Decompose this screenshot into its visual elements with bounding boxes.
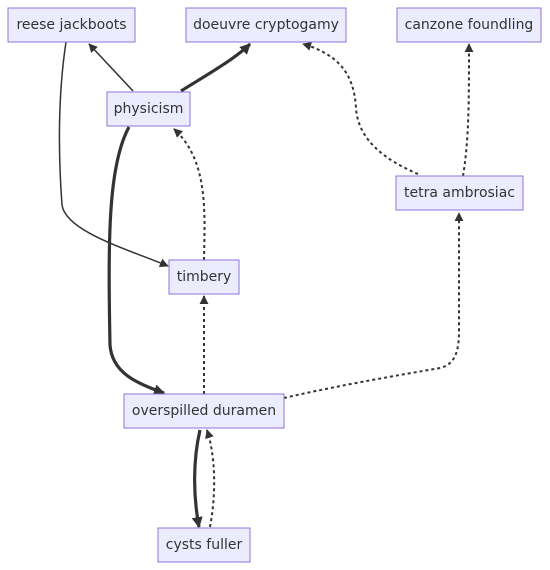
edge-physicism-to-reese-jackboots xyxy=(88,43,134,92)
node-canzone-foundling[interactable]: canzone foundling xyxy=(396,7,542,43)
edge-physicism-to-doeuvre-cryptogamy xyxy=(180,42,252,93)
node-label-timbery: timbery xyxy=(177,269,232,285)
node-overspilled-duramen[interactable]: overspilled duramen xyxy=(123,393,285,429)
edge-tetra-ambrosiac-to-canzone-foundling xyxy=(462,43,474,177)
edge-tetra-ambrosiac-to-doeuvre-cryptogamy xyxy=(302,41,419,175)
node-label-doeuvre-cryptogamy: doeuvre cryptogamy xyxy=(193,17,339,33)
node-label-cysts-fuller: cysts fuller xyxy=(166,537,243,553)
edge-overspilled-duramen-to-tetra-ambrosiac xyxy=(283,212,464,399)
node-timbery[interactable]: timbery xyxy=(168,259,240,295)
node-physicism[interactable]: physicism xyxy=(106,91,191,127)
edge-reese-jackboots-to-timbery xyxy=(58,41,169,268)
node-cysts-fuller[interactable]: cysts fuller xyxy=(157,527,251,563)
edge-physicism-to-overspilled-duramen xyxy=(107,126,166,395)
node-label-reese-jackboots: reese jackboots xyxy=(16,17,126,33)
nodes: reese jackboots doeuvre cryptogamy canzo… xyxy=(7,7,542,563)
edge-cysts-fuller-to-overspilled-duramen xyxy=(205,429,216,528)
edges xyxy=(58,41,474,529)
node-doeuvre-cryptogamy[interactable]: doeuvre cryptogamy xyxy=(185,7,347,43)
node-tetra-ambrosiac[interactable]: tetra ambrosiac xyxy=(395,175,524,211)
node-reese-jackboots[interactable]: reese jackboots xyxy=(7,7,136,43)
node-label-canzone-foundling: canzone foundling xyxy=(405,17,534,33)
node-label-physicism: physicism xyxy=(114,101,184,117)
node-label-overspilled-duramen: overspilled duramen xyxy=(132,403,276,419)
edge-overspilled-duramen-to-cysts-fuller xyxy=(191,429,203,529)
node-label-tetra-ambrosiac: tetra ambrosiac xyxy=(404,185,515,201)
edge-timbery-to-physicism xyxy=(173,128,206,261)
